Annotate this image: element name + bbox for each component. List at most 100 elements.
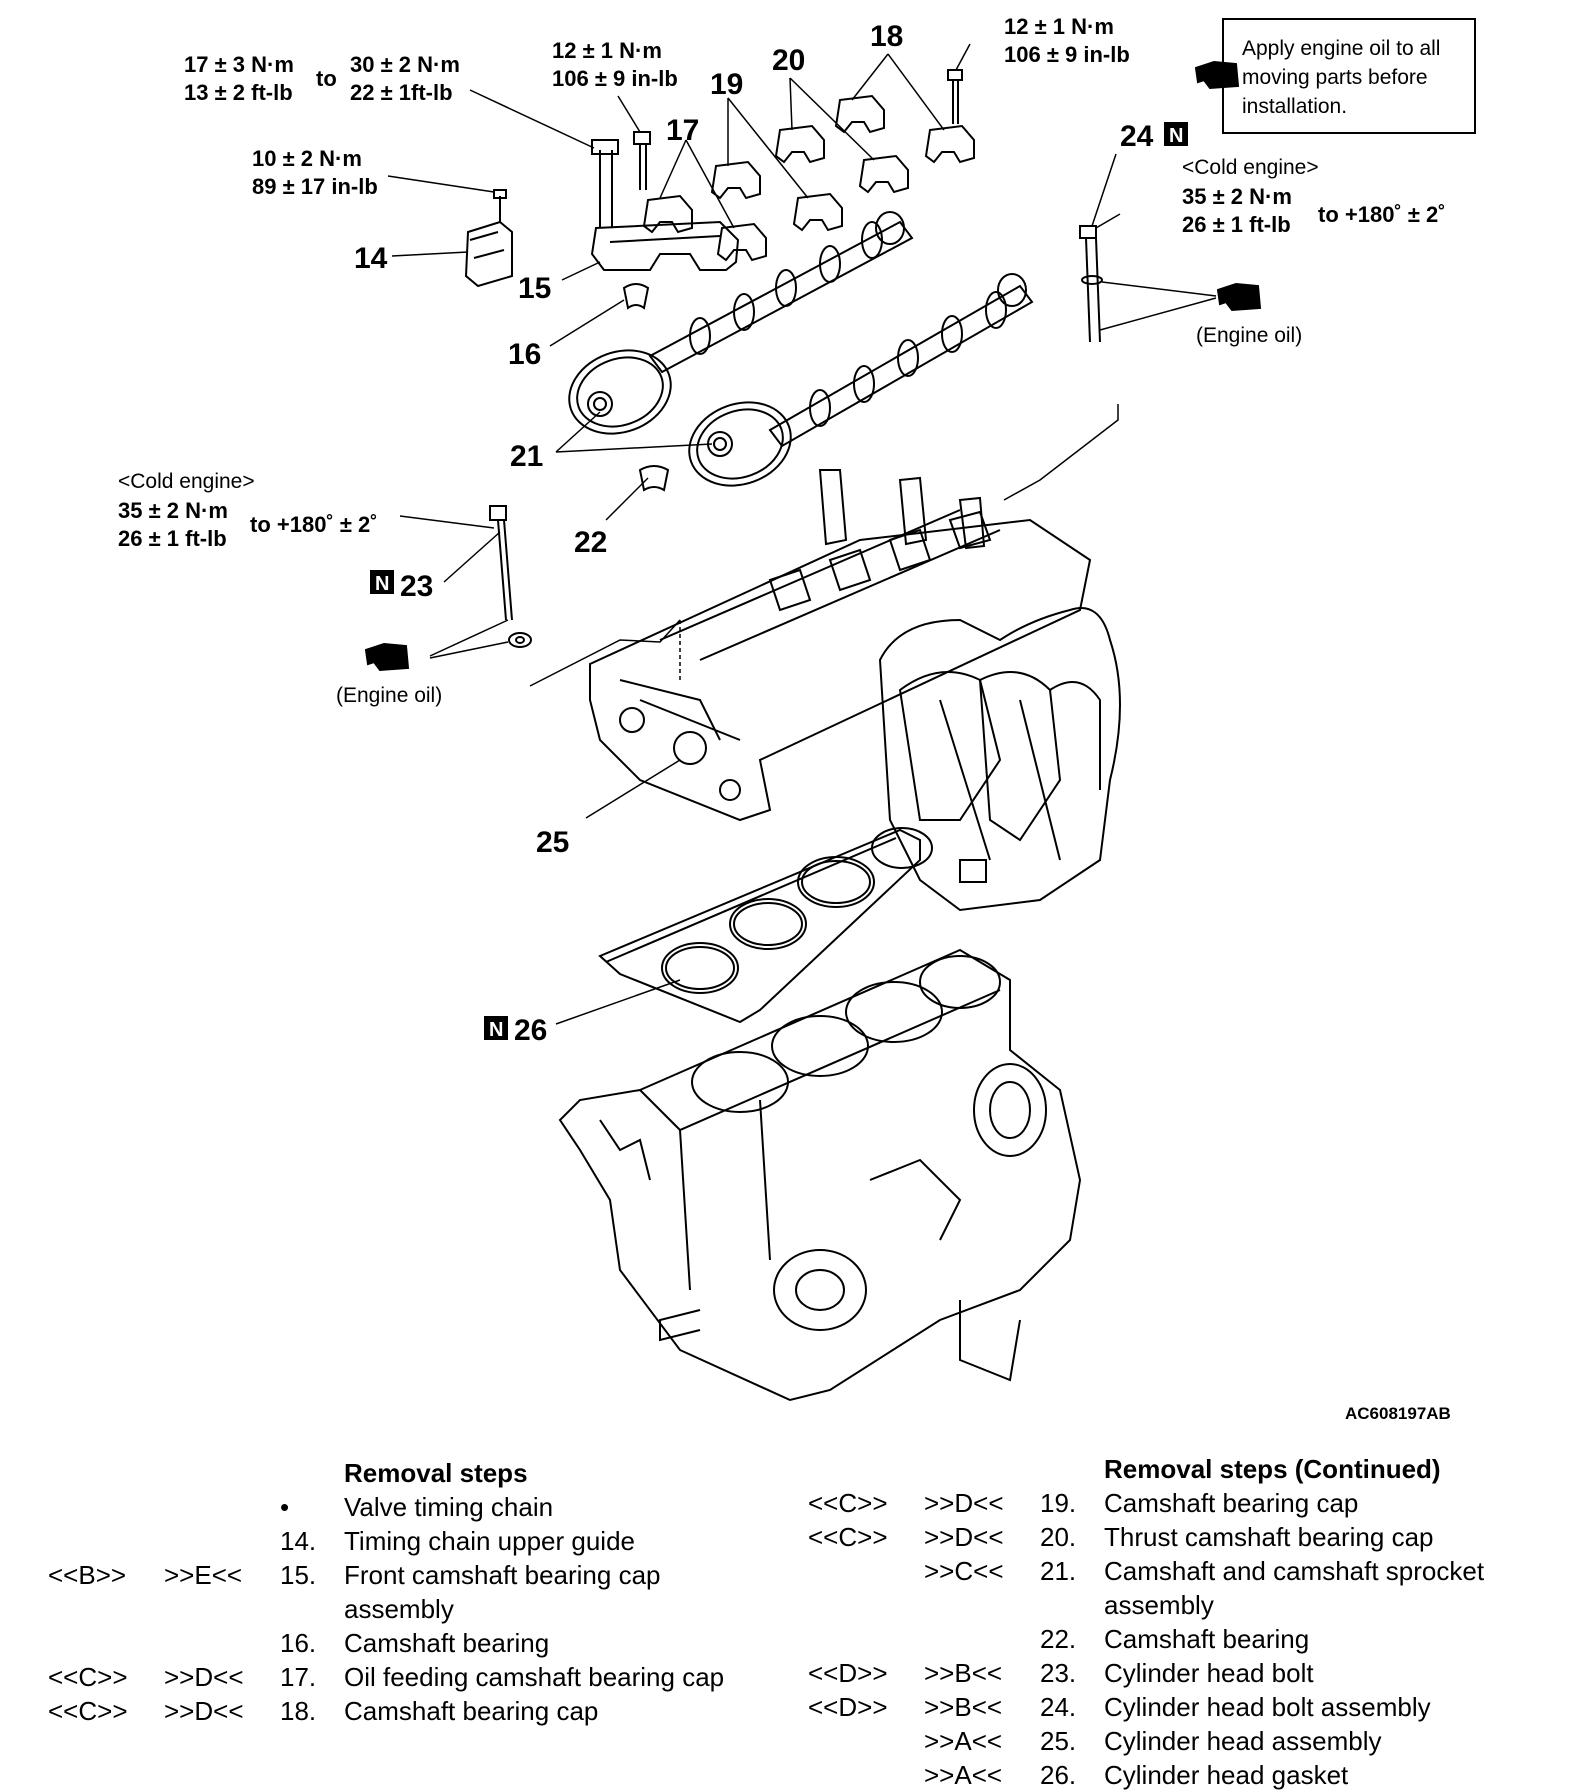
cold-engine-23: <Cold engine> — [118, 470, 255, 493]
right-step-row-6-number: 24. — [1040, 1692, 1077, 1722]
svg-text:N: N — [489, 1019, 503, 1041]
right-step-row-2-marker-m2: >>C<< — [924, 1556, 1004, 1586]
torque-15-a1: 17 ± 3 N·m — [184, 52, 294, 77]
label-23: 23 — [400, 570, 433, 603]
torque-23-angle: to +180˚ ± 2˚ — [250, 512, 378, 537]
torque-24-a: 35 ± 2 N·m — [1182, 184, 1292, 209]
right-step-row-4-label: Camshaft bearing — [1104, 1624, 1310, 1654]
right-step-row-6-marker-m1: <<D>> — [808, 1692, 888, 1722]
torque-17-b: 106 ± 9 in-lb — [552, 66, 678, 91]
torque-15-a2: 13 ± 2 ft-lb — [184, 80, 293, 105]
right-step-row-5-number: 23. — [1040, 1658, 1077, 1688]
left-step-row-6-label: Camshaft bearing cap — [344, 1696, 599, 1726]
part-17-oil-feeding-caps — [642, 194, 767, 262]
torque-17-a: 12 ± 1 N·m — [552, 38, 662, 63]
part-22-camshaft-bearing — [638, 465, 670, 492]
torque-23-a: 35 ± 2 N·m — [118, 498, 228, 523]
svg-text:N: N — [375, 573, 389, 595]
right-step-row-0-marker-m2: >>D<< — [924, 1488, 1004, 1518]
part-19-bearing-caps — [710, 160, 843, 232]
part-16-camshaft-bearing — [622, 283, 650, 310]
left-step-row-6-marker-m2: >>D<< — [164, 1696, 244, 1726]
part-18-bearing-caps — [834, 69, 975, 164]
left-step-row-2-marker-m1: <<B>> — [48, 1560, 127, 1590]
label-18: 18 — [870, 20, 903, 53]
right-step-row-3-label: assembly — [1104, 1590, 1214, 1620]
left-step-row-2-marker-m2: >>E<< — [164, 1560, 243, 1590]
removal-steps-continued-header: Removal steps (Continued) — [1104, 1454, 1441, 1484]
right-step-row-0-number: 19. — [1040, 1488, 1077, 1518]
right-step-row-5-label: Cylinder head bolt — [1104, 1658, 1314, 1688]
right-step-row-8-number: 26. — [1040, 1760, 1077, 1790]
left-step-row-0-number: • — [280, 1492, 290, 1522]
right-step-row-5-marker-m2: >>B<< — [924, 1658, 1003, 1688]
torque-14-a: 10 ± 2 N·m — [252, 146, 362, 171]
left-step-row-5-number: 17. — [280, 1662, 317, 1692]
engine-oil-23: (Engine oil) — [336, 684, 442, 707]
left-step-row-5-marker-m2: >>D<< — [164, 1662, 244, 1692]
right-step-row-5-marker-m1: <<D>> — [808, 1658, 888, 1688]
torque-24-angle: to +180˚ ± 2˚ — [1318, 202, 1446, 227]
left-step-row-2-number: 15. — [280, 1560, 317, 1590]
label-25: 25 — [536, 826, 569, 859]
label-19: 19 — [710, 68, 743, 101]
engine-oil-24: (Engine oil) — [1196, 324, 1302, 347]
right-step-row-6-marker-m2: >>B<< — [924, 1692, 1003, 1722]
left-step-row-6-number: 18. — [280, 1696, 317, 1726]
right-step-row-7-marker-m2: >>A<< — [924, 1726, 1003, 1756]
new-part-badge-23: N — [370, 570, 394, 595]
left-step-row-2-label: Front camshaft bearing cap — [344, 1560, 661, 1590]
label-24: 24 — [1120, 120, 1154, 153]
oil-note-text: Apply engine oil to all moving parts bef… — [1242, 37, 1441, 118]
right-step-row-7-label: Cylinder head assembly — [1104, 1726, 1382, 1756]
left-step-row-5-marker-m1: <<C>> — [48, 1662, 128, 1692]
left-step-row-3-label: assembly — [344, 1594, 454, 1624]
oil-can-icon — [364, 60, 1262, 672]
torque-to: to — [316, 66, 337, 91]
exploded-view-diagram: 17 ± 3 N·m 13 ± 2 ft-lb to 30 ± 2 N·m 22… — [118, 14, 1446, 1402]
cold-engine-24: <Cold engine> — [1182, 156, 1319, 179]
left-step-row-6-marker-m1: <<C>> — [48, 1696, 128, 1726]
label-15: 15 — [518, 272, 551, 305]
right-step-row-7-number: 25. — [1040, 1726, 1077, 1756]
part-25-cylinder-head — [589, 469, 1121, 912]
part-14-timing-chain-upper-guide — [464, 189, 513, 288]
new-part-badge-26: N — [484, 1016, 508, 1041]
left-step-row-1-number: 14. — [280, 1526, 317, 1556]
bolt-23 — [489, 505, 532, 648]
right-step-row-2-number: 21. — [1040, 1556, 1077, 1586]
torque-18-a: 12 ± 1 N·m — [1004, 14, 1114, 39]
right-step-row-8-marker-m2: >>A<< — [924, 1760, 1003, 1790]
right-step-row-0-label: Camshaft bearing cap — [1104, 1488, 1359, 1518]
part-20-thrust-caps — [774, 124, 909, 194]
cylinder-block — [558, 948, 1082, 1402]
right-step-row-1-number: 20. — [1040, 1522, 1077, 1552]
svg-text:N: N — [1169, 125, 1183, 147]
left-step-row-5-label: Oil feeding camshaft bearing cap — [344, 1662, 725, 1692]
right-step-row-1-marker-m2: >>D<< — [924, 1522, 1004, 1552]
label-26: 26 — [514, 1014, 547, 1047]
right-step-row-6-label: Cylinder head bolt assembly — [1104, 1692, 1431, 1722]
oil-note-box — [1222, 18, 1476, 134]
left-step-row-4-label: Camshaft bearing — [344, 1628, 550, 1658]
bolt-17 — [633, 131, 651, 190]
label-22: 22 — [574, 526, 607, 559]
label-20: 20 — [772, 44, 805, 77]
removal-steps-header: Removal steps — [344, 1458, 528, 1488]
right-step-row-1-marker-m1: <<C>> — [808, 1522, 888, 1552]
label-16: 16 — [508, 338, 541, 371]
right-step-row-1-label: Thrust camshaft bearing cap — [1104, 1522, 1434, 1552]
part-21-camshafts — [568, 211, 1034, 487]
left-step-row-4-number: 16. — [280, 1628, 317, 1658]
right-step-row-2-label: Camshaft and camshaft sprocket — [1104, 1556, 1485, 1586]
label-14: 14 — [354, 242, 388, 275]
torque-23-b: 26 ± 1 ft-lb — [118, 526, 227, 551]
bolt-24 — [1079, 225, 1103, 343]
torque-14-b: 89 ± 17 in-lb — [252, 174, 378, 199]
part-26-cylinder-head-gasket — [598, 827, 933, 1024]
left-step-row-1-label: Timing chain upper guide — [344, 1526, 635, 1556]
left-step-row-0-label: Valve timing chain — [344, 1492, 554, 1522]
torque-18-b: 106 ± 9 in-lb — [1004, 42, 1130, 67]
leader-lines — [387, 43, 1217, 1025]
right-step-row-0-marker-m1: <<C>> — [808, 1488, 888, 1518]
